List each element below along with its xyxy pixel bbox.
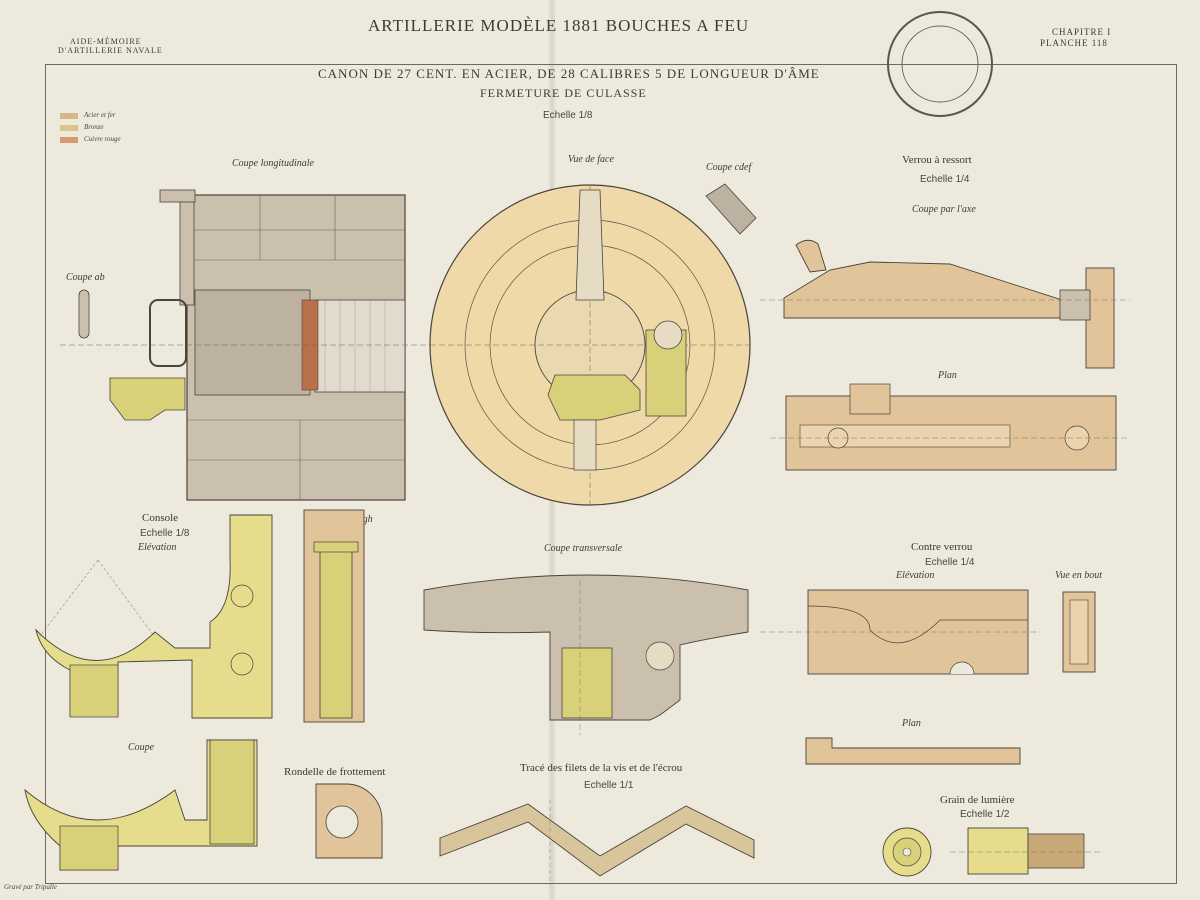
label-engraver: Gravé par Tripalle [4,883,57,891]
title-scale: Echelle 1/8 [543,110,593,121]
header-right-line1: CHAPITRE I [1052,27,1112,37]
label-console-echelle: Echelle 1/8 [140,528,190,539]
label-plan-verrou: Plan [938,370,957,381]
label-contre-elevation: Elévation [896,570,935,581]
legend-label-bronze: Bronze [84,123,104,131]
label-contre-verrou: Contre verrou [911,541,973,553]
header-left-line1: AIDE-MÉMOIRE [70,37,142,46]
label-grain-lumiere: Grain de lumière [940,794,1015,806]
label-vue-de-face: Vue de face [568,154,614,165]
vue-de-face-drawing [429,184,751,506]
label-rondelle: Rondelle de frottement [284,766,386,778]
coupe-transversale-drawing [423,574,749,735]
label-vue-en-bout: Vue en bout [1055,570,1103,581]
verrou-coupe-drawing [760,239,1130,369]
legend-swatch-steel [60,113,78,119]
label-coupe-console: Coupe [128,742,155,753]
label-console-elevation: Elévation [138,542,177,553]
title-line2: FERMETURE DE CULASSE [480,86,647,100]
header-left-line2: D'ARTILLERIE NAVALE [58,46,163,55]
label-verrou-a-ressort: Verrou à ressort [902,154,972,166]
label-console: Console [142,512,179,524]
legend-swatch-bronze [60,125,78,131]
header-right-line2: PLANCHE 118 [1040,38,1108,48]
title-line1: CANON DE 27 CENT. EN ACIER, DE 28 CALIBR… [318,66,820,81]
label-grain-echelle: Echelle 1/2 [960,809,1010,820]
console-elevation-drawing [35,514,273,719]
coupe-gh-drawing [303,509,365,723]
label-coupe-ab: Coupe ab [66,272,105,283]
trace-filets-drawing [439,800,755,885]
grain-lumiere-drawing [882,827,1100,877]
header-center: ARTILLERIE MODÈLE 1881 BOUCHES A FEU [368,16,750,35]
label-verrou-echelle: Echelle 1/4 [920,174,970,185]
legend-label-steel: Acier et fer [84,111,116,119]
label-trace-echelle: Echelle 1/1 [584,780,634,791]
library-stamp [887,11,993,117]
contre-verrou-elevation-drawing [760,589,1040,675]
coupe-cdef-drawing [705,183,757,235]
coupe-ab-drawing [78,289,90,339]
console-coupe-drawing [24,739,258,871]
rondelle-drawing [315,783,383,859]
legend-swatch-copper [60,137,78,143]
label-coupe-par-axe: Coupe par l'axe [912,204,976,215]
verrou-plan-drawing [770,383,1130,471]
legend-label-copper: Cuivre rouge [84,135,121,143]
label-contre-plan: Plan [902,718,921,729]
label-coupe-cdef: Coupe cdef [706,162,752,173]
contre-verrou-plan-drawing [805,737,1021,765]
plate-frame [45,64,1177,884]
label-coupe-longitudinale: Coupe longitudinale [232,158,314,169]
label-contre-verrou-echelle: Echelle 1/4 [925,557,975,568]
coupe-longitudinale-drawing [60,189,430,501]
label-trace-filets: Tracé des filets de la vis et de l'écrou [520,762,683,774]
contre-verrou-vue-en-bout-drawing [1062,591,1096,673]
label-coupe-transversale: Coupe transversale [544,543,623,554]
